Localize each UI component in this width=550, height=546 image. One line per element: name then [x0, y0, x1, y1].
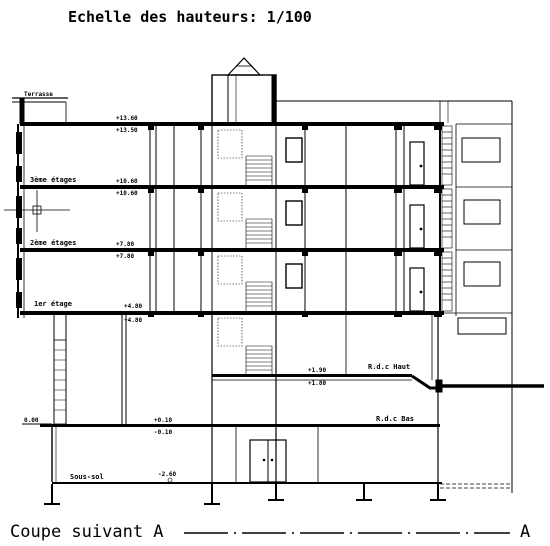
- level-780-b: +7.80: [116, 253, 134, 260]
- level-010-plus: +0.10: [154, 417, 172, 424]
- level-190: +1.90: [308, 367, 326, 374]
- left-facade-windows: [16, 132, 22, 308]
- level-1350: +13.50: [116, 127, 138, 134]
- right-roof: [276, 100, 513, 493]
- floor-label-sous-sol: Sous-sol: [70, 473, 104, 481]
- room-windows: [285, 137, 303, 289]
- floor-label-rdc-haut: R.d.c Haut: [368, 363, 410, 371]
- level-000: 0.00: [24, 417, 39, 424]
- level-1060-a: +10.60: [116, 178, 138, 185]
- right-elevation-windows: [457, 137, 507, 335]
- right-facade-railings: [441, 125, 453, 312]
- level-480-b: +4.80: [124, 317, 142, 324]
- floor-label-second: 2ème étages: [30, 239, 76, 247]
- stair-tower-roof: [211, 57, 277, 124]
- floor-slabs: [20, 122, 444, 484]
- lower-structure: [51, 315, 439, 483]
- room-doors: [409, 141, 425, 312]
- level-780-a: +7.80: [116, 241, 134, 248]
- interior-partitions: [149, 126, 405, 311]
- outer-walls: [17, 123, 512, 318]
- crosshair-marker: [4, 190, 70, 232]
- level-010-minus: -0.10: [154, 429, 172, 436]
- section-end-letter: A: [520, 522, 530, 542]
- external-ground: [411, 374, 544, 489]
- level-260-minus: -2.60: [158, 471, 176, 478]
- level-marker-icon: [167, 477, 173, 483]
- level-180: +1.80: [308, 380, 326, 387]
- terrasse-parapet: [12, 97, 68, 125]
- section-caption: Coupe suivant A: [10, 522, 164, 542]
- level-1360: +13.60: [116, 115, 138, 122]
- level-1060-b: +10.60: [116, 190, 138, 197]
- level-480-a: +4.80: [124, 303, 142, 310]
- scale-title: Echelle des hauteurs: 1/100: [68, 8, 312, 26]
- stair-flights-upper: [217, 129, 273, 374]
- floor-label-first: 1er étage: [34, 300, 72, 308]
- floor-label-rdc-bas: R.d.c Bas: [376, 415, 414, 423]
- terrasse-label: Terrasse: [24, 91, 53, 98]
- floor-label-third: 3ème étages: [30, 176, 76, 184]
- foundations: [44, 484, 446, 505]
